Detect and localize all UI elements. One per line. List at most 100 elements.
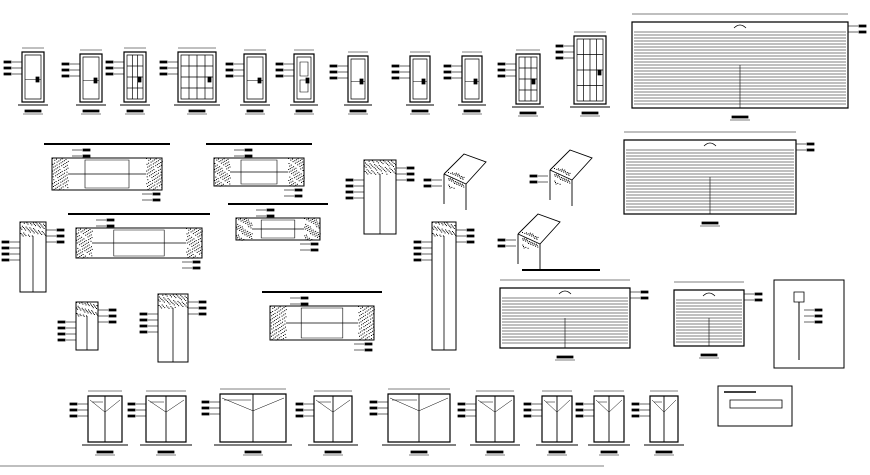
drawing-title-bar xyxy=(350,110,366,112)
hatch-dot xyxy=(37,224,39,226)
hatch-dot xyxy=(561,178,563,180)
double-door-elevation xyxy=(458,391,520,455)
hatch-dot xyxy=(64,172,65,174)
hatch-dot xyxy=(371,170,373,172)
hatch-dot xyxy=(294,162,296,164)
hatch-dot xyxy=(314,235,316,237)
hatch-dot xyxy=(43,233,45,235)
hatch-dot xyxy=(372,310,374,312)
hatch-dot xyxy=(77,238,79,240)
hatch-dot xyxy=(162,305,164,307)
hatch-dot xyxy=(313,231,315,233)
hatch-dot xyxy=(156,183,158,185)
hatch-dot xyxy=(274,320,276,322)
annotation-stub xyxy=(62,75,69,77)
hatch-dot xyxy=(273,327,274,329)
hatch-dot xyxy=(298,163,300,165)
hatch-dot xyxy=(315,230,317,232)
hatch-dot xyxy=(180,299,182,301)
hatch-dot xyxy=(214,171,216,173)
hatch-dot xyxy=(276,322,278,323)
hatch-dot xyxy=(362,306,363,308)
hatch-dot xyxy=(58,160,60,162)
hatch-dot xyxy=(455,172,457,174)
hatch-dot xyxy=(217,173,219,175)
hatch-dot xyxy=(273,330,275,332)
hatch-dot xyxy=(35,225,36,227)
hatch-dot xyxy=(175,302,177,304)
hatch-dot xyxy=(280,309,282,311)
hatch-dot xyxy=(250,236,252,237)
hatch-dot xyxy=(79,302,81,304)
hatch-dot xyxy=(364,322,366,323)
annotation-stub xyxy=(556,57,563,59)
hatch-dot xyxy=(193,256,195,258)
hatch-dot xyxy=(561,177,563,178)
hatch-dot xyxy=(172,294,174,296)
hatch-dot xyxy=(224,177,226,179)
hatch-dot xyxy=(88,244,90,246)
wall-outline xyxy=(236,218,320,240)
hatch-dot xyxy=(228,170,230,171)
hatch-dot xyxy=(293,166,295,168)
hatch-dot xyxy=(151,189,153,191)
hatch-dot xyxy=(568,174,570,176)
hatch-dot xyxy=(88,232,90,234)
swing-indicator xyxy=(316,400,350,412)
hatch-dot xyxy=(194,232,196,233)
hatch-dot xyxy=(190,252,192,254)
hatch-dot xyxy=(367,316,369,318)
hatch-dot xyxy=(188,235,190,237)
annotation-stub xyxy=(153,193,160,195)
hatch-dot xyxy=(59,176,61,177)
hatch-dot xyxy=(249,223,251,225)
hatch-dot xyxy=(65,178,67,180)
drawing-title-bar xyxy=(83,110,99,112)
hatch-dot xyxy=(564,179,566,181)
hatch-dot xyxy=(197,230,199,231)
hatch-dot xyxy=(461,176,463,177)
hatch-dot xyxy=(190,231,192,233)
hatch-dot xyxy=(161,304,163,306)
hatch-dot xyxy=(455,234,456,236)
hatch-dot xyxy=(174,295,176,297)
hatch-dot xyxy=(293,168,295,170)
hatch-dot xyxy=(82,254,84,255)
hatch-dot xyxy=(441,228,443,230)
hatch-dot xyxy=(97,314,99,316)
hatch-dot xyxy=(85,240,87,242)
hatch-dot xyxy=(362,320,364,322)
hatch-dot xyxy=(64,175,66,177)
hatch-dot xyxy=(78,235,80,237)
hatch-dot xyxy=(315,232,317,234)
hatch-dot xyxy=(290,159,292,161)
hatch-dot xyxy=(555,182,556,183)
hatch-dot xyxy=(387,160,389,162)
hatch-dot xyxy=(79,256,81,257)
hatch-dot xyxy=(241,231,243,233)
hatch-dot xyxy=(55,181,57,182)
hatch-dot xyxy=(159,168,161,170)
door-handle xyxy=(138,77,141,82)
hatch-dot xyxy=(221,173,223,175)
hatch-dot xyxy=(527,247,529,249)
hatch-dot xyxy=(162,300,164,302)
hatch-dot xyxy=(159,159,161,161)
hatch-dot xyxy=(152,163,154,165)
hatch-dot xyxy=(304,218,305,219)
hatch-dot xyxy=(358,319,360,321)
annotation-stub xyxy=(392,65,399,67)
hatch-dot xyxy=(388,170,390,172)
annotation-stub xyxy=(392,71,399,73)
hatch-dot xyxy=(162,294,164,296)
hatch-dot xyxy=(522,238,524,240)
annotation-stub xyxy=(346,197,353,199)
hatch-dot xyxy=(370,338,372,340)
hatch-dot xyxy=(76,233,78,235)
hatch-dot xyxy=(240,220,242,222)
hatch-dot xyxy=(283,317,285,319)
hatch-dot xyxy=(215,168,217,170)
hatch-dot xyxy=(165,294,167,296)
hatch-dot xyxy=(33,232,35,234)
hatch-dot xyxy=(247,232,249,234)
